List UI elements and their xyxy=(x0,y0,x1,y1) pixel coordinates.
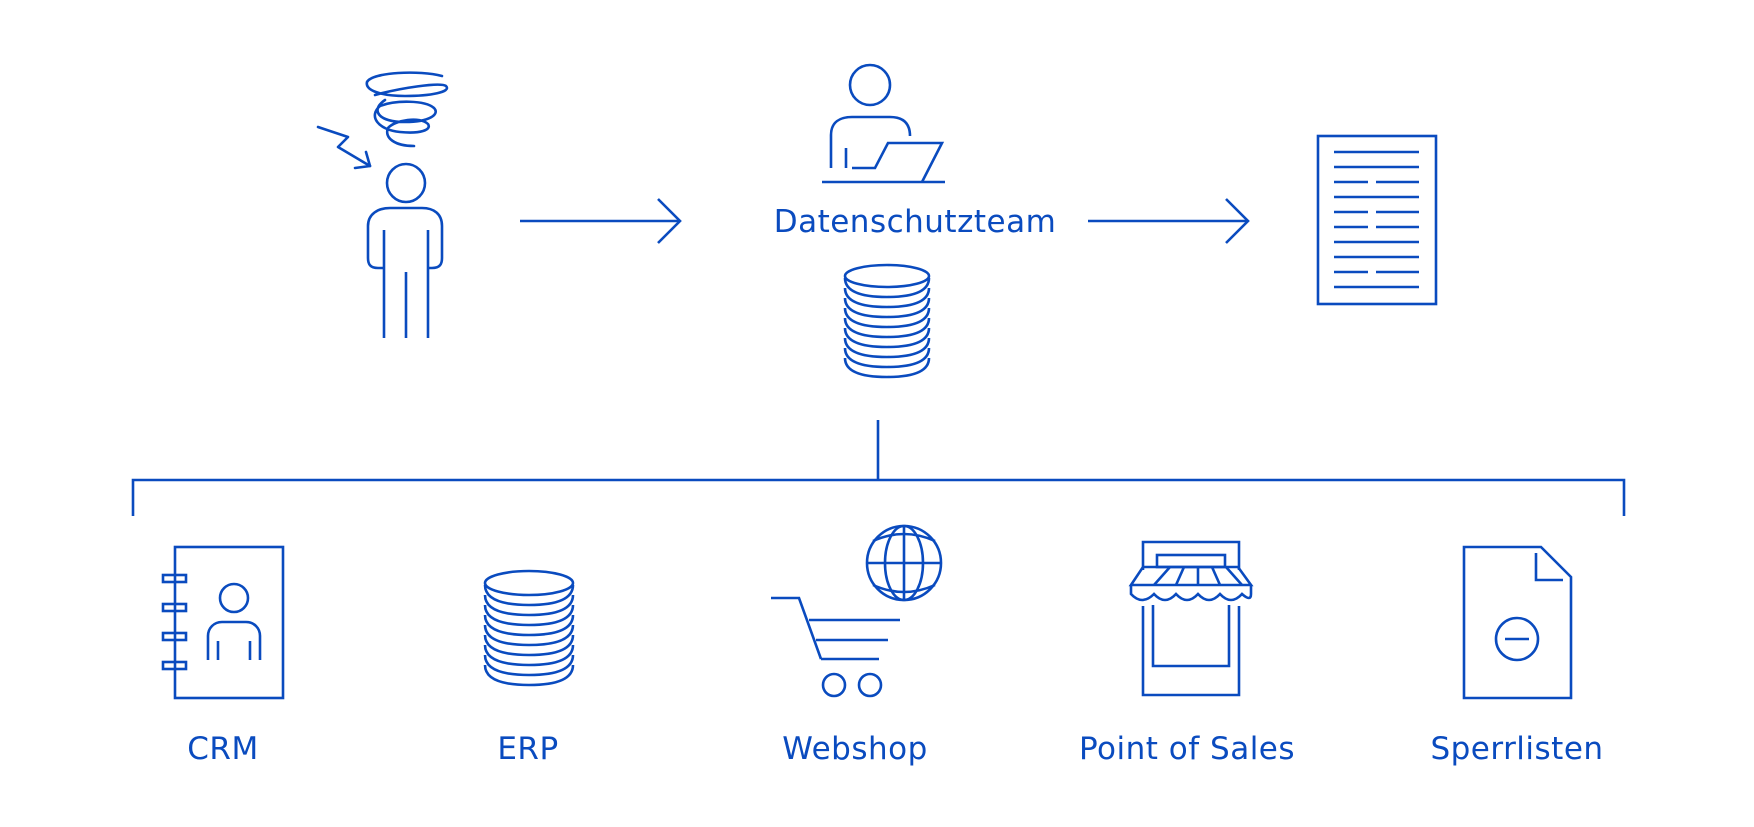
database-disc xyxy=(843,317,931,339)
source-label-sperrlisten: Sperrlisten xyxy=(1430,731,1604,767)
database-disc xyxy=(843,307,931,329)
database-top xyxy=(843,263,931,289)
database-disc xyxy=(483,644,575,667)
confused-person-icon xyxy=(316,71,449,338)
database-disc xyxy=(843,297,931,319)
database-disc xyxy=(483,624,575,647)
database-disc xyxy=(483,584,575,607)
database-icon xyxy=(483,569,575,687)
source-label-point-of-sales: Point of Sales xyxy=(1078,731,1296,767)
team-label: Datenschutzteam xyxy=(773,204,1057,240)
database-disc xyxy=(843,287,931,309)
document-icon xyxy=(1316,134,1438,306)
database-disc xyxy=(843,277,931,299)
database-disc xyxy=(843,337,931,359)
database-disc xyxy=(843,327,931,349)
source-label-erp: ERP xyxy=(497,731,559,767)
database-disc xyxy=(483,634,575,657)
database-disc xyxy=(483,654,575,677)
database-disc xyxy=(483,664,575,687)
database-disc xyxy=(483,594,575,617)
source-label-webshop: Webshop xyxy=(782,731,928,767)
database-top xyxy=(483,569,575,597)
database-disc xyxy=(843,347,931,369)
storefront-icon xyxy=(1128,540,1254,697)
contact-book-icon xyxy=(161,545,285,700)
arrow-right-icon xyxy=(1088,198,1250,244)
blocklist-document-icon xyxy=(1462,545,1573,700)
arrow-right-icon xyxy=(520,198,682,244)
source-label-crm: CRM xyxy=(187,731,259,767)
database-icon xyxy=(843,263,931,379)
database-disc xyxy=(483,614,575,637)
database-disc xyxy=(483,604,575,627)
database-disc xyxy=(843,357,931,379)
shopping-cart-globe-icon xyxy=(771,524,943,698)
connector-bracket xyxy=(131,420,1626,516)
person-with-laptop-icon xyxy=(822,63,945,184)
